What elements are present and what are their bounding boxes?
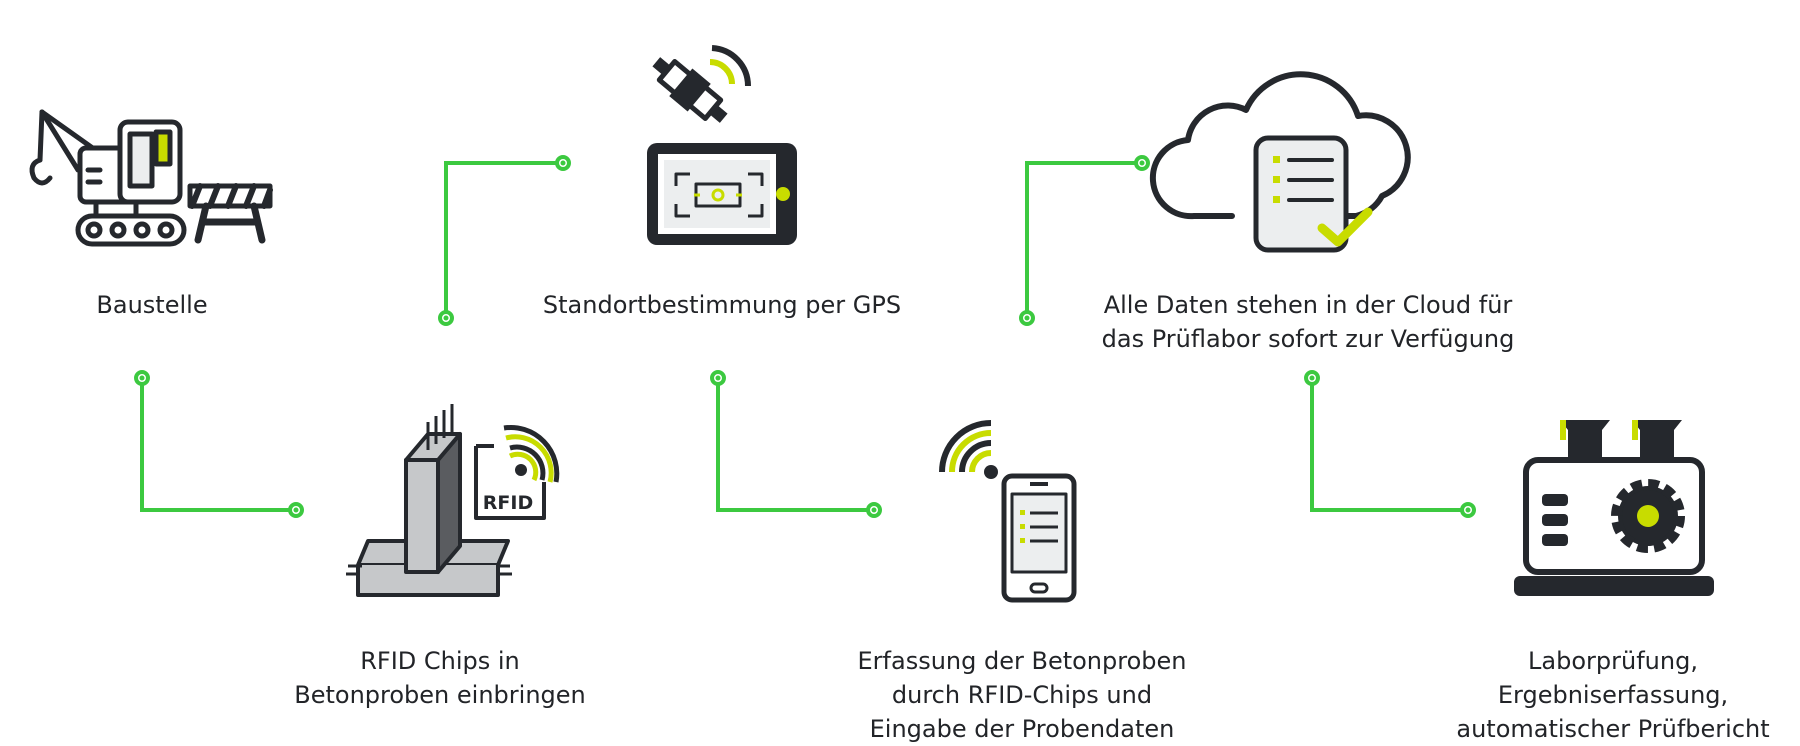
label-line: durch RFID-Chips und: [891, 681, 1153, 709]
step-label-cloud: Alle Daten stehen in der Cloud für das P…: [1102, 288, 1515, 356]
excavator-crane-icon: [29, 109, 273, 247]
satellite-gps-tablet-icon: [647, 45, 797, 245]
label-line: Betonproben einbringen: [294, 681, 586, 709]
step-label-baustelle: Baustelle: [96, 288, 207, 322]
concrete-rfid-icon: RFID: [346, 404, 560, 597]
cloud-document-check-icon: [1149, 71, 1411, 253]
connector-4-to-5: [1019, 155, 1150, 326]
label-line: Ergebniserfassung,: [1497, 681, 1729, 709]
label-line: Erfassung der Betonproben: [857, 647, 1187, 675]
step-label-labor: Laborprüfung, Ergebniserfassung, automat…: [1456, 644, 1769, 746]
connector-1-to-2: [134, 370, 304, 518]
step-label-rfid: RFID Chips in Betonproben einbringen: [294, 644, 585, 712]
step-label-erfassung: Erfassung der Betonproben durch RFID-Chi…: [858, 644, 1187, 746]
label-line: Eingabe der Probendaten: [869, 715, 1175, 743]
connector-3-to-4: [710, 370, 882, 518]
step-label-gps: Standortbestimmung per GPS: [543, 288, 901, 322]
label-line: Standortbestimmung per GPS: [542, 291, 902, 319]
label-line: das Prüflabor sofort zur Verfügung: [1101, 325, 1515, 353]
smartphone-wireless-icon: [939, 420, 1077, 603]
lab-testing-machine-icon: [1514, 420, 1714, 596]
rfid-badge-text: RFID: [483, 492, 533, 514]
label-line: Laborprüfung,: [1528, 647, 1698, 675]
label-line: Baustelle: [96, 291, 208, 319]
connector-2-to-3: [438, 155, 571, 326]
label-line: automatischer Prüfbericht: [1456, 715, 1770, 743]
label-line: Alle Daten stehen in der Cloud für: [1103, 291, 1513, 319]
label-line: RFID Chips in: [360, 647, 520, 675]
connector-5-to-6: [1304, 370, 1476, 518]
